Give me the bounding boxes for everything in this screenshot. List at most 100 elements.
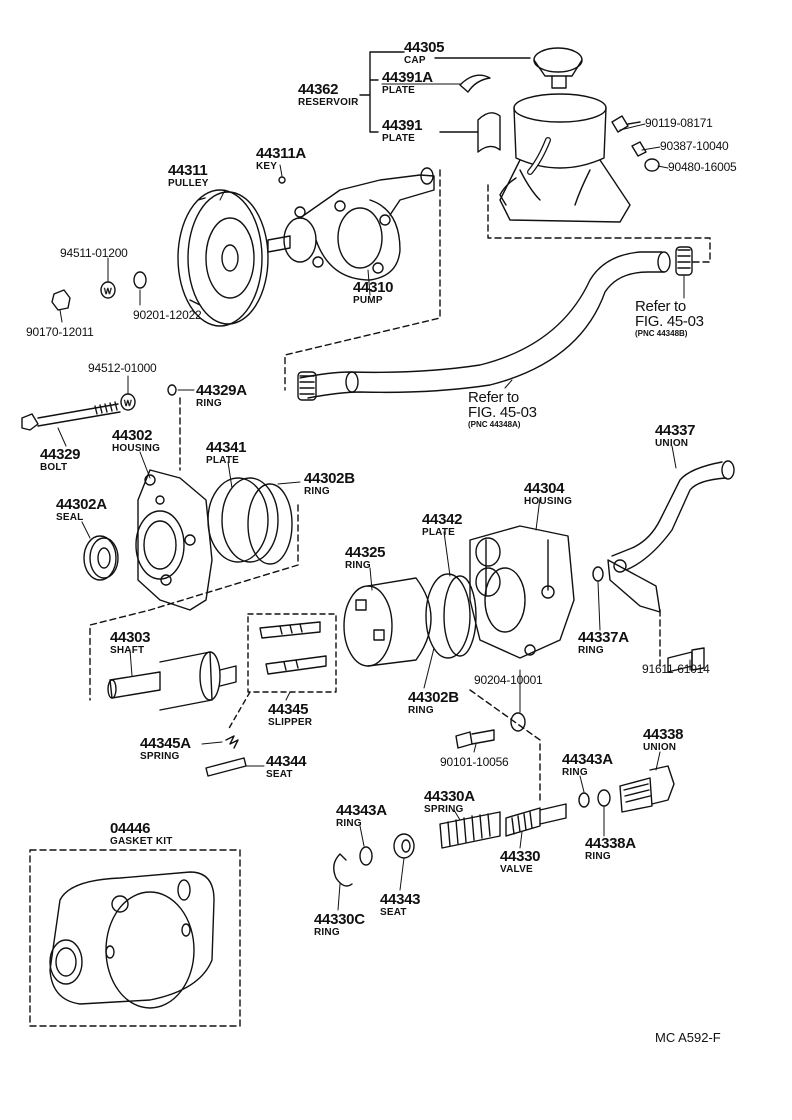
ring-44343a-left <box>359 846 373 866</box>
plate-crescent-part <box>459 74 491 93</box>
pulley-part <box>177 189 269 327</box>
rear-housing-part <box>469 525 575 659</box>
part-number: 44330 <box>500 848 541 865</box>
figure-code: MC A592-F <box>655 1030 721 1045</box>
part-number: 44329 <box>40 446 81 463</box>
part-number: 44330C <box>314 911 365 928</box>
part-number: 44311 <box>168 162 208 179</box>
reservoir-dashed-outline <box>487 184 711 263</box>
part-code: 90170-12011 <box>26 325 94 339</box>
plate-44342-part <box>425 573 471 659</box>
plate-44341-part <box>207 477 293 565</box>
part-number: 44362 <box>298 81 339 98</box>
part-number: 44342 <box>422 511 463 528</box>
part-code: 90480-16005 <box>668 160 737 174</box>
snap-ring-44330c <box>333 853 353 887</box>
reference-line1: Refer to <box>635 298 686 315</box>
reference-line1: Refer to <box>468 389 519 406</box>
shaft-part <box>107 651 237 711</box>
svg-text:W: W <box>104 287 112 296</box>
bolt-91611 <box>667 647 705 673</box>
part-name: BOLT <box>40 462 68 473</box>
reservoir-bolt <box>611 115 641 133</box>
part-name: VALVE <box>500 864 533 875</box>
reservoir-part <box>499 93 631 223</box>
bolt-part <box>21 401 121 431</box>
part-name: RING <box>408 705 434 716</box>
part-name: RING <box>585 851 611 862</box>
key-part <box>278 176 286 184</box>
part-name: RING <box>304 486 330 497</box>
part-number: 44311A <box>256 145 306 162</box>
part-number: 44343A <box>562 751 613 768</box>
cap-part <box>533 47 583 89</box>
reservoir-bracket <box>359 51 531 133</box>
part-number: 44343 <box>380 891 421 908</box>
valve-part <box>505 803 567 837</box>
part-name: UNION <box>643 742 677 753</box>
part-number: 44303 <box>110 629 151 646</box>
nut-90170 <box>51 289 71 311</box>
hose-clamp-right <box>675 246 693 276</box>
part-code: 90101-10056 <box>440 755 509 769</box>
part-number: 44302B <box>304 470 355 487</box>
part-number: 44345 <box>268 701 309 718</box>
hose-clamp-left <box>297 371 317 401</box>
part-number: 44310 <box>353 279 394 296</box>
union-44337-part <box>607 460 735 613</box>
part-name: PUMP <box>353 295 383 306</box>
part-name: RING <box>314 927 340 938</box>
part-name: CAP <box>404 55 426 66</box>
part-number: 44302A <box>56 496 107 513</box>
seat-44343 <box>393 833 415 859</box>
spring-44330a <box>439 811 501 849</box>
part-name: SLIPPER <box>268 717 313 728</box>
reservoir-collar <box>631 141 647 157</box>
part-number: 44338 <box>643 726 684 743</box>
part-number: 04446 <box>110 820 151 837</box>
bolt-90101 <box>455 729 495 749</box>
part-number: 44337 <box>655 422 696 439</box>
part-name: HOUSING <box>524 496 573 507</box>
washer-90204 <box>510 712 526 732</box>
part-name: PLATE <box>206 455 240 466</box>
part-number: 44343A <box>336 802 387 819</box>
part-name: SEAT <box>266 769 293 780</box>
part-number: 44302B <box>408 689 459 706</box>
part-number: 44341 <box>206 439 247 456</box>
front-housing-part <box>135 469 213 611</box>
pump-part <box>267 167 435 281</box>
ring-44343a-right <box>578 792 590 808</box>
part-number: 44338A <box>585 835 636 852</box>
part-name: PULLEY <box>168 178 209 189</box>
part-name: SEAL <box>56 512 84 523</box>
gasket-kit-box <box>29 849 241 1027</box>
part-number: 44330A <box>424 788 475 805</box>
ring-44329a <box>167 384 177 396</box>
part-name: SPRING <box>140 751 180 762</box>
part-code: 94511-01200 <box>60 246 128 260</box>
cam-ring-part <box>343 577 432 667</box>
part-number: 44344 <box>266 753 307 770</box>
rear-housing-dashed <box>469 689 541 801</box>
